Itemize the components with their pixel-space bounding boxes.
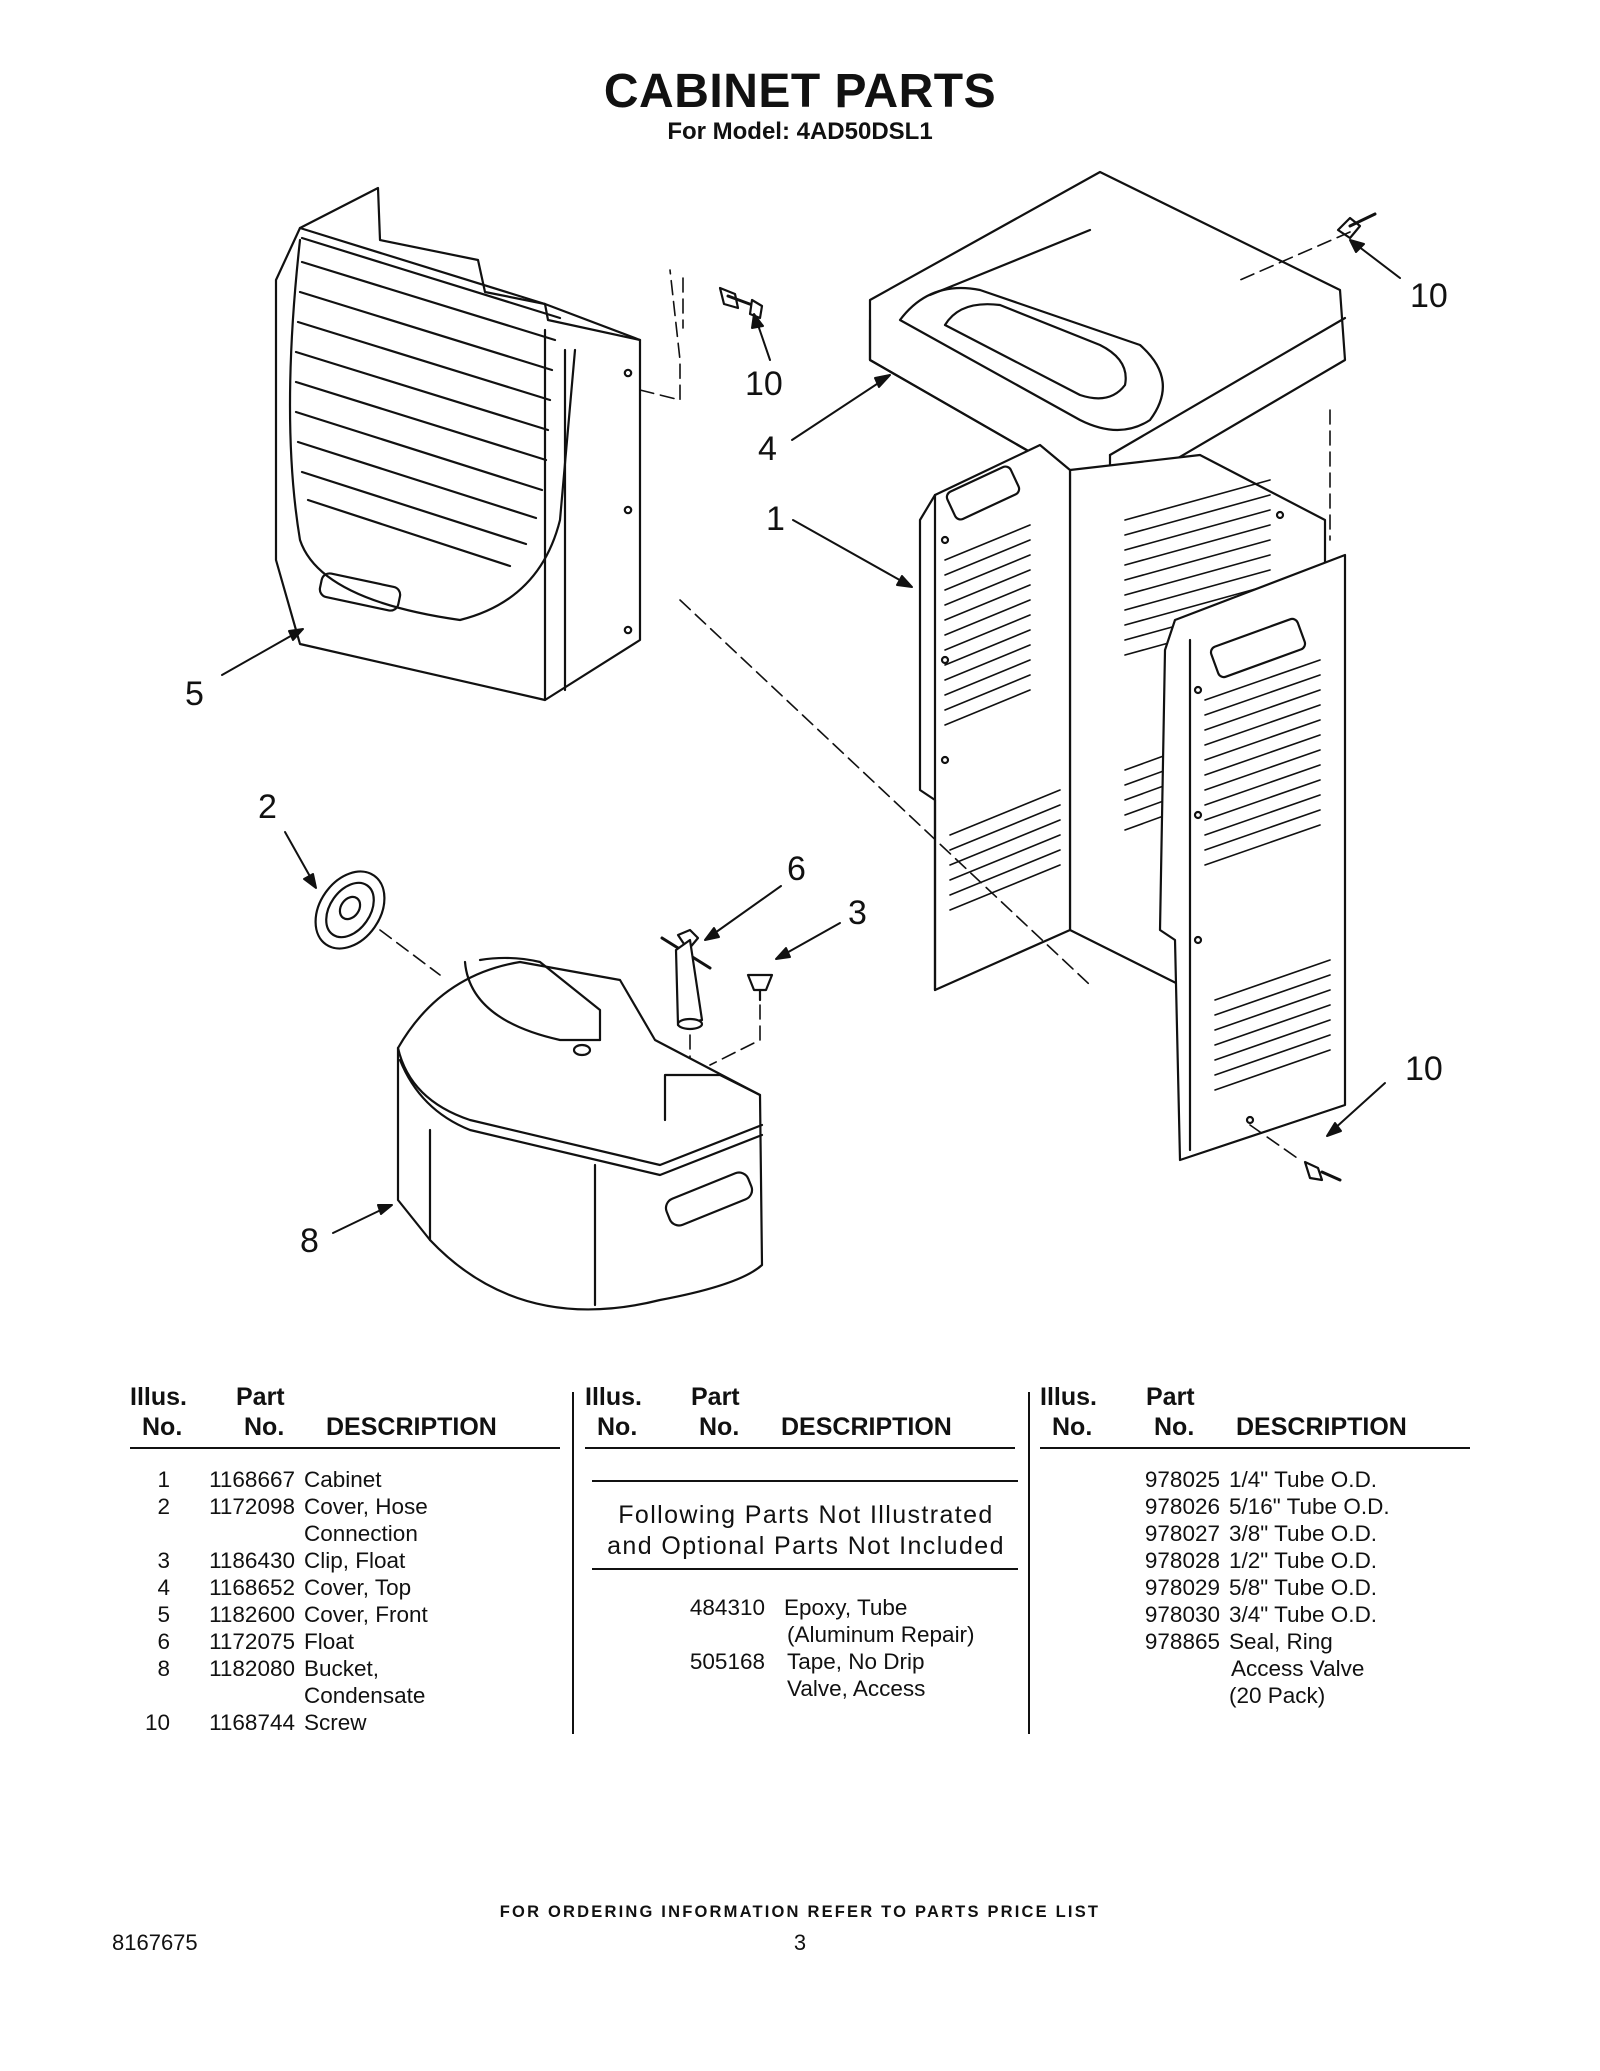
note-bottom-rule <box>592 1568 1018 1570</box>
col2-part-header-1: Part <box>691 1383 740 1411</box>
col3-description-header: DESCRIPTION <box>1236 1413 1407 1441</box>
callout-bottom-screw: 10 <box>1405 1050 1443 1088</box>
callout-labels: 10 10 4 1 5 2 6 3 10 8 <box>185 277 1448 1260</box>
callout-bucket: 8 <box>300 1222 319 1260</box>
top-cover-part <box>868 170 1347 500</box>
col1-header-rule <box>130 1447 560 1449</box>
callout-front-cover: 5 <box>185 675 204 713</box>
col2-description-header: DESCRIPTION <box>781 1413 952 1441</box>
callout-top-screw-left: 10 <box>745 365 783 403</box>
col1-part-header-2: No. <box>244 1413 285 1441</box>
col2-header-rule <box>585 1447 1015 1449</box>
callout-arrows <box>221 239 1401 1234</box>
col2-illus-header-2: No. <box>597 1413 638 1441</box>
callout-hose-cover: 2 <box>258 788 277 826</box>
callout-cabinet: 1 <box>766 500 785 538</box>
col1-illus-header-2: No. <box>142 1413 183 1441</box>
optional-parts-note-line2: and Optional Parts Not Included <box>607 1532 1005 1560</box>
col1-illus-header-1: Illus. <box>130 1383 187 1411</box>
callout-top-cover: 4 <box>758 430 777 468</box>
col2-illus-header-1: Illus. <box>585 1383 642 1411</box>
callout-top-screw-right: 10 <box>1410 277 1448 315</box>
ordering-information-note: FOR ORDERING INFORMATION REFER TO PARTS … <box>499 1903 1101 1921</box>
page-number: 3 <box>793 1930 807 1955</box>
col3-illus-header-2: No. <box>1052 1413 1093 1441</box>
col3-part-header-1: Part <box>1146 1383 1195 1411</box>
column-divider <box>1028 1392 1030 1734</box>
hose-connection-cover-part <box>314 870 441 976</box>
exploded-parts-diagram: 10 10 4 1 5 2 6 3 10 8 <box>185 170 1448 1311</box>
model-subtitle: For Model: 4AD50DSL1 <box>667 118 933 145</box>
col3-illus-header-1: Illus. <box>1040 1383 1097 1411</box>
condensate-bucket-part <box>396 956 764 1311</box>
front-cover-part <box>274 186 681 702</box>
document-number: 8167675 <box>112 1930 198 1955</box>
callout-float-clip: 3 <box>848 894 867 932</box>
col3-part-header-2: No. <box>1154 1413 1195 1441</box>
cabinet-part <box>679 443 1347 1162</box>
callout-float: 6 <box>787 850 806 888</box>
col3-header-rule <box>1040 1447 1470 1449</box>
col1-description-header: DESCRIPTION <box>326 1413 497 1441</box>
column-divider <box>572 1392 574 1734</box>
col1-part-header-1: Part <box>236 1383 285 1411</box>
bottom-screw <box>1249 1124 1342 1182</box>
note-top-rule <box>592 1480 1018 1482</box>
top-screw-left <box>682 277 764 329</box>
col2-part-header-2: No. <box>699 1413 740 1441</box>
optional-parts-note-line1: Following Parts Not Illustrated <box>618 1501 994 1529</box>
top-screw-right <box>1239 212 1377 541</box>
float-clip-part <box>709 973 774 1066</box>
page-title: CABINET PARTS <box>603 65 997 118</box>
